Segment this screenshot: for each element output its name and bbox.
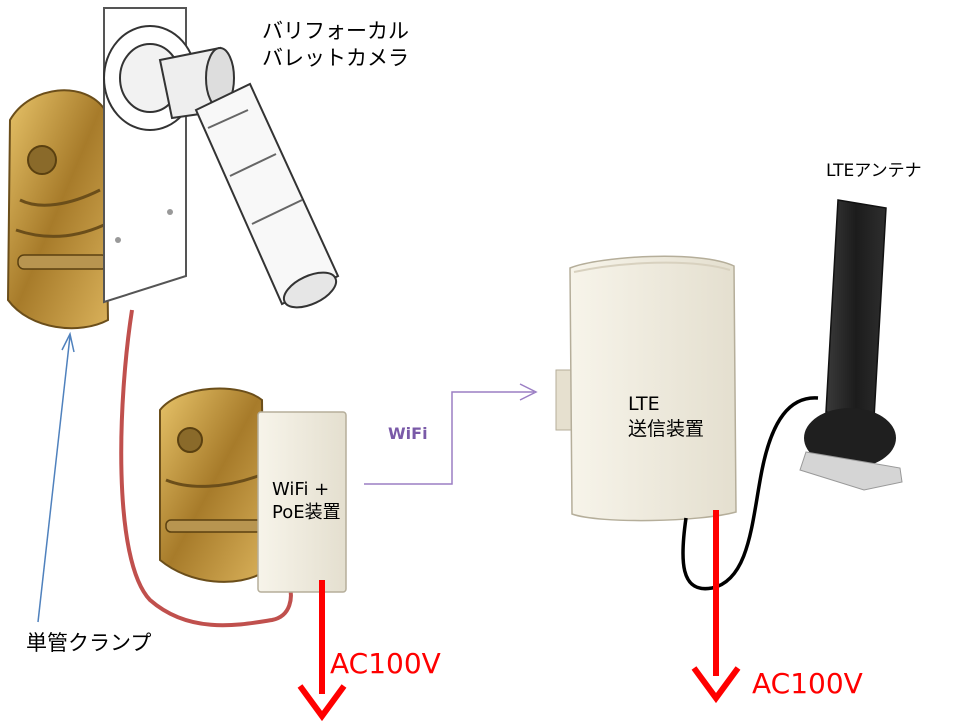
antenna-cable <box>681 396 819 591</box>
lte-transmitter-icon <box>555 255 737 522</box>
poe-unit-label-line2: PoE装置 <box>272 502 341 524</box>
poe-unit-label: WiFi + PoE装置 <box>272 478 341 525</box>
poe-cable <box>119 309 293 628</box>
wifi-poe-unit-icon <box>257 411 347 593</box>
power-arrow-lte <box>691 510 741 704</box>
lte-unit-label-line2: 送信装置 <box>628 417 705 440</box>
wifi-link-arrow <box>364 383 538 485</box>
pipe-clamp-icon <box>6 89 110 330</box>
wifi-label: WiFi <box>388 424 428 443</box>
antenna-label: LTEアンテナ <box>826 161 922 181</box>
ac-power-label-2: AC100V <box>752 667 863 700</box>
clamp-label: 単管クランプ <box>26 631 152 655</box>
camera-label-line2: バレットカメラ <box>262 46 409 71</box>
poe-unit-label-line1: WiFi + <box>272 479 330 500</box>
ac-power-label-1: AC100V <box>330 647 441 680</box>
lte-unit-label-line1: LTE <box>628 393 660 415</box>
lte-antenna-icon <box>799 199 903 491</box>
bullet-camera-icon <box>103 25 340 309</box>
camera-label-line1: バリフォーカル <box>262 19 409 43</box>
pipe-clamp-icon-2 <box>159 387 266 583</box>
clamp-pointer-arrow <box>37 331 75 623</box>
power-arrow-poe <box>297 580 347 722</box>
lte-unit-label: LTE 送信装置 <box>628 392 704 441</box>
camera-label: バリフォーカル バレットカメラ <box>262 18 409 73</box>
